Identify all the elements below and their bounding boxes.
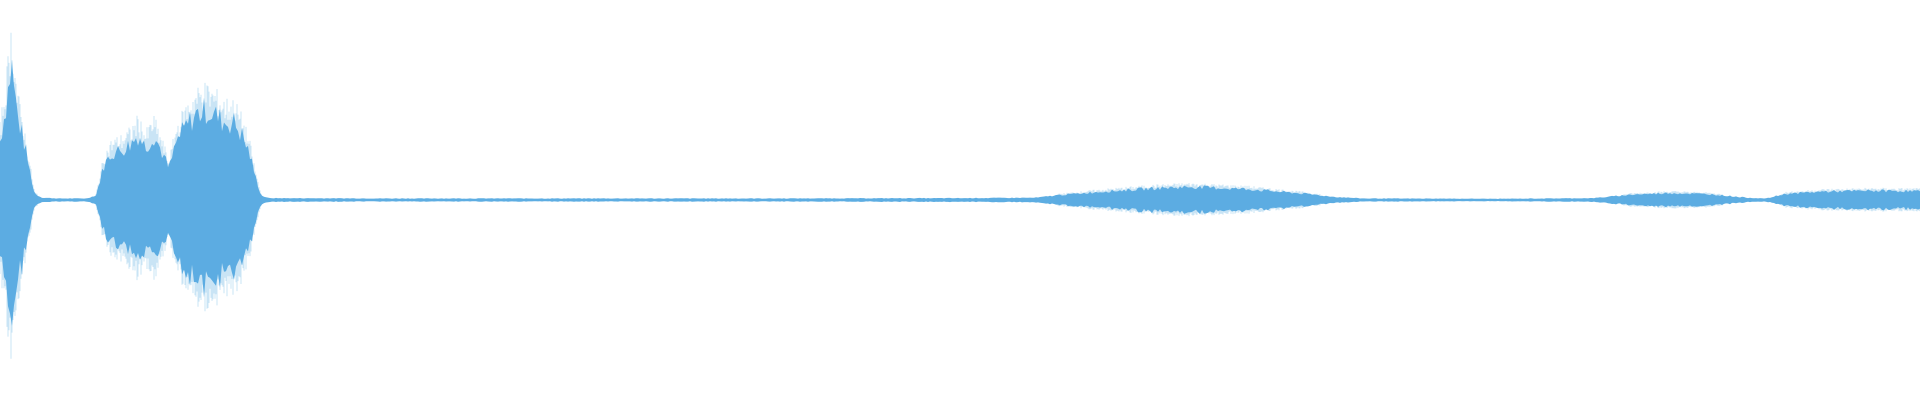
waveform-peak-spikes (0, 32, 1920, 359)
